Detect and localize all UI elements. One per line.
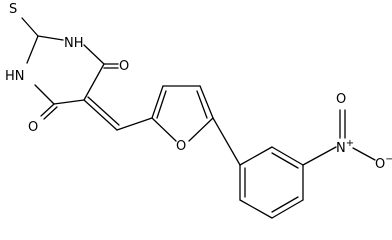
bonds [21,17,376,219]
bond-c5-c4 [53,99,85,105]
bond-furan-c2-c3-double [156,90,167,119]
bond-n1-c6 [83,44,105,65]
bond-furan-c5-o [188,117,214,142]
molecule-structure: S NH HN O O O N+ O O− [5,2,392,219]
furan-oxygen-label: O [176,139,186,154]
carbonyl-oxygen-bottom-label: O [28,120,38,135]
ring-hn-label: HN [5,69,25,84]
bond-ch-furan [116,117,153,131]
bond-c5-ch-double [87,96,120,126]
bond-c4-o-double [43,106,58,120]
bond-c6-c5 [83,63,105,101]
nitro-oxygen-top-label: O [336,92,346,107]
bond-furan-c4-c5-double [196,90,208,119]
bond-ph-c4-c5-double [271,196,299,213]
bond-c4-o [40,103,55,117]
bond-n3-c2 [26,35,39,64]
bond-c4-n3 [34,84,55,105]
bond-furan-c4-c5 [199,85,214,119]
bond-nitro-o-right [352,147,376,161]
nitro-nitrogen-label: N+ [336,138,354,156]
bond-furan-phenyl [212,117,241,166]
carbonyl-oxygen-right-label: O [119,59,129,74]
bond-ph-c4-c5 [271,199,304,219]
bond-c2-s [21,17,39,37]
bond-furan-c2-c3 [151,85,164,119]
bond-c5-ch [83,99,118,131]
bond-furan-o-c2 [151,117,177,142]
ring-nh-label: NH [64,36,84,51]
bond-ph-nitro [302,146,337,166]
bond-ph-c1-c2 [239,146,273,166]
bond-ph-c5-c6 [239,199,273,219]
bond-c2-n1 [37,35,64,41]
nitro-oxygen-right-label: O− [375,154,392,172]
bond-ph-c2-c3 [271,146,304,166]
atom-labels: S NH HN O O O N+ O O− [5,2,392,172]
bond-ph-c2-c3-double [271,152,299,169]
thione-sulfur-label: S [9,2,17,17]
